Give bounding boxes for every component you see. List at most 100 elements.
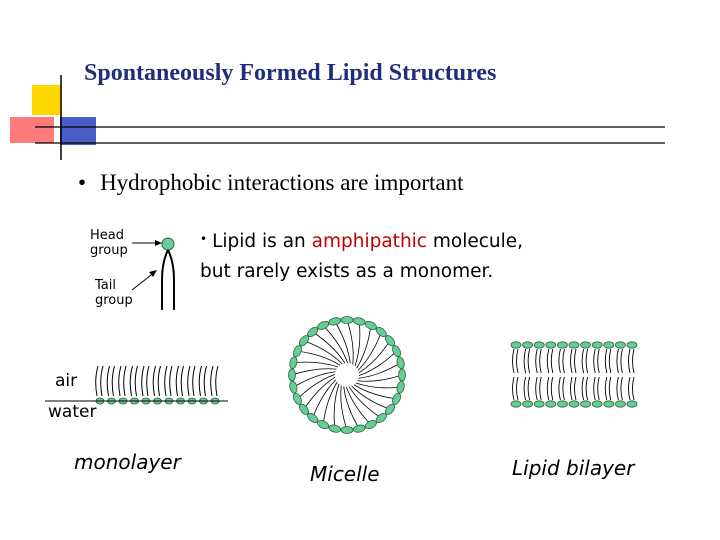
bilayer-tail-top <box>628 348 635 374</box>
air-label: air <box>55 371 78 391</box>
micelle-tail <box>334 321 351 364</box>
micelle-tail <box>355 382 401 389</box>
bilayer-tail-top <box>570 348 577 374</box>
monolayer-tail <box>118 365 127 397</box>
monolayer-diagram <box>95 365 220 405</box>
bilayer-tail-top <box>604 348 612 374</box>
bilayer-tail-bottom <box>558 376 565 401</box>
micelle-tail <box>293 371 336 388</box>
bilayer-tail-bottom <box>593 376 600 401</box>
bilayer-head-top <box>533 341 545 349</box>
monolayer-tail <box>210 365 219 397</box>
micelle-head <box>396 380 405 394</box>
bilayer-tail-bottom <box>581 376 589 401</box>
micelle-tail <box>357 331 382 371</box>
micelle-tail <box>356 325 372 369</box>
micelle-tail <box>346 319 354 365</box>
bilayer-tail-bottom <box>570 376 577 401</box>
micelle-head <box>288 368 296 382</box>
monolayer-tail <box>198 365 207 397</box>
bilayer-head-bottom <box>510 400 522 408</box>
bilayer-head-bottom <box>545 400 557 408</box>
deco-yellow-square <box>32 85 62 115</box>
deco-red-square <box>10 117 54 143</box>
bilayer-tail-top <box>616 348 623 374</box>
bilayer-tail-top <box>593 348 600 374</box>
bilayer-tail-bottom <box>523 376 531 401</box>
micelle-head <box>328 317 342 326</box>
bilayer-tail-bottom <box>535 376 542 401</box>
micelle-head <box>340 426 354 434</box>
bilayer-head-top <box>580 341 591 349</box>
slide-title: Spontaneously Formed Lipid Structures <box>84 60 497 86</box>
micelle-tail <box>303 376 336 410</box>
micelle-tail <box>293 361 339 368</box>
micelle-head <box>340 316 354 324</box>
micelle-tail <box>322 381 338 425</box>
micelle-tail <box>346 386 372 425</box>
micelle-tail <box>343 386 360 429</box>
bilayer-head-bottom <box>603 400 615 408</box>
bilayer-head-top <box>510 341 522 349</box>
bilayer-tail-top <box>512 348 519 374</box>
bilayer-head-top <box>557 341 568 349</box>
bilayer-head-top <box>522 341 533 349</box>
head-group-label: Head group <box>90 228 128 258</box>
micelle-head <box>289 380 298 394</box>
monolayer-tail <box>141 365 150 397</box>
note-prefix: Lipid is an <box>212 231 312 252</box>
amphipathic-note-line2: but rarely exists as a monomer. <box>200 261 494 282</box>
micelle-tail <box>312 331 346 364</box>
micelle-head <box>352 424 366 433</box>
bilayer-head-bottom <box>626 400 638 408</box>
bilayer-head-bottom <box>522 400 533 408</box>
main-bullet: •Hydrophobic interactions are important <box>78 170 463 196</box>
amphipathic-highlight: amphipathic <box>311 231 427 252</box>
bilayer-head-top <box>603 341 615 349</box>
monolayer-tail <box>95 365 104 397</box>
bilayer-tail-top <box>581 348 589 374</box>
bilayer-head-bottom <box>580 400 591 408</box>
water-label: water <box>48 402 97 422</box>
monolayer-tail <box>164 365 173 397</box>
bilayer-head-top <box>591 341 603 349</box>
bilayer-head-bottom <box>615 400 626 408</box>
micelle-tail <box>354 321 361 367</box>
tail-group-label: Tail group <box>95 278 133 308</box>
deco-blue-square <box>60 117 96 145</box>
monolayer-tail <box>129 365 138 397</box>
micelle-tail <box>303 340 343 365</box>
micelle-tail <box>340 385 348 431</box>
bilayer-tail-bottom <box>628 376 635 401</box>
bullet-marker: • <box>78 170 87 195</box>
bilayer-tail-top <box>535 348 542 374</box>
monolayer-tail <box>152 365 161 397</box>
micelle-head <box>328 424 342 433</box>
micelle-head <box>396 356 405 370</box>
lipid-tail <box>161 249 175 310</box>
monolayer-tail <box>106 365 115 397</box>
monolayer-tail <box>175 365 184 397</box>
micelle-tail <box>357 374 403 382</box>
micelle-tail <box>322 325 348 364</box>
note-bullet-marker: • <box>200 232 208 246</box>
micelle-tail <box>348 386 382 419</box>
micelle-tail <box>358 340 391 374</box>
bilayer-head-bottom <box>568 400 580 408</box>
micelle-tail <box>291 368 337 376</box>
micelle-tail <box>358 362 401 379</box>
amphipathic-note: •Lipid is an amphipathic molecule, but r… <box>200 224 523 287</box>
bilayer-tail-top <box>546 348 554 374</box>
micelle-tail <box>297 350 341 366</box>
monolayer-label: monolayer <box>74 450 181 474</box>
micelle-diagram <box>288 316 406 434</box>
micelle-tail <box>358 350 397 376</box>
micelle-tail <box>351 385 391 410</box>
lipid-head <box>161 237 175 251</box>
bilayer-head-top <box>568 341 580 349</box>
bilayer-tail-top <box>558 348 565 374</box>
bilayer-tail-top <box>523 348 531 374</box>
lipid-monomer-icon <box>131 237 175 310</box>
bilayer-head-top <box>545 341 557 349</box>
